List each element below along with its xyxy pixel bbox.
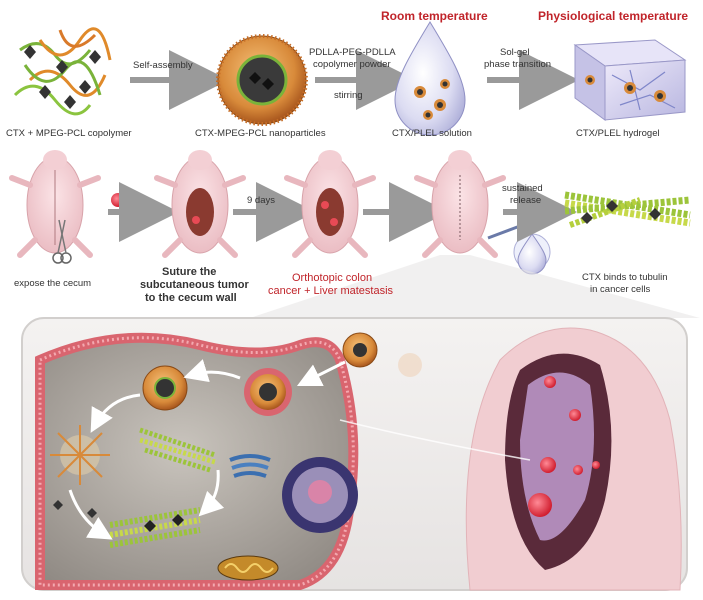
- caption-nanoparticles: CTX-MPEG-PCL nanoparticles: [195, 128, 326, 139]
- microtubule-bundle-illustration: [564, 191, 691, 228]
- mouse-abdomen-cutaway: [465, 327, 682, 591]
- microtubule-in-cell: [139, 427, 216, 473]
- label-stirring: stirring: [334, 90, 363, 101]
- caption-suture-line2: subcutaneous tumor: [140, 279, 249, 291]
- label-sustained: sustained: [502, 183, 543, 194]
- hydrogel-cube-illustration: [573, 39, 687, 121]
- mouse-expose-cecum: [9, 150, 101, 264]
- label-self-assembly: Self-assembly: [133, 60, 193, 71]
- caption-plel-solution: CTX/PLEL solution: [392, 128, 472, 139]
- arrow-internalization: [183, 359, 241, 383]
- mouse-orthotopic-cancer: [284, 150, 376, 258]
- internalized-nanoparticle: [142, 365, 188, 411]
- microtubule-drug-bound: [109, 507, 201, 548]
- caption-tubulin-line2: in cancer cells: [590, 284, 651, 295]
- mitochondrion: [217, 555, 279, 581]
- header-physiological-temperature: Physiological temperature: [538, 9, 689, 23]
- caption-suture-line3: to the cecum wall: [145, 292, 237, 304]
- zoom-callout: [250, 255, 700, 318]
- drug-release-burst: [50, 425, 110, 518]
- label-release: release: [510, 195, 542, 206]
- nanoparticle-illustration: [216, 34, 308, 126]
- label-phase-transition: phase transition: [484, 59, 552, 70]
- arrow-binding: [68, 489, 113, 540]
- label-sol-gel: Sol-gel: [500, 47, 530, 58]
- nucleus: [282, 457, 358, 533]
- arrow-microtubule: [198, 469, 225, 517]
- tumor-piece-icon: [111, 191, 129, 207]
- caption-suture-line1: Suture the: [162, 266, 217, 278]
- copolymer-mixture-illustration: [13, 27, 112, 116]
- endocytosis-nanoparticle: [244, 368, 292, 416]
- mouse-injection: [414, 150, 533, 258]
- mouse-suture-tumor: [154, 150, 246, 258]
- caption-plel-hydrogel: CTX/PLEL hydrogel: [576, 128, 660, 139]
- solution-droplet-illustration: [394, 21, 466, 136]
- zoom-connector: [339, 419, 531, 461]
- injected-gel-droplet: [513, 233, 551, 275]
- label-9-days: 9 days: [247, 195, 275, 206]
- caption-expose-cecum: expose the cecum: [14, 278, 92, 289]
- caption-orthotopic-line2: cancer + Liver matestasis: [268, 285, 394, 297]
- header-room-temperature: Room temperature: [381, 9, 488, 23]
- arrow-uptake: [296, 360, 346, 387]
- caption-tubulin-line1: CTX binds to tubulin: [582, 272, 668, 283]
- label-copolymer-powder: copolymer powder: [313, 59, 391, 70]
- arrow-release: [90, 393, 141, 433]
- caption-ctx-copolymer: CTX + MPEG-PCL copolymer: [6, 128, 132, 139]
- golgi-apparatus: [229, 454, 271, 478]
- label-pdlla: PDLLA-PEG-PDLLA: [309, 47, 396, 58]
- incoming-nanoparticle: [342, 332, 422, 377]
- caption-orthotopic-line1: Orthotopic colon: [292, 272, 373, 284]
